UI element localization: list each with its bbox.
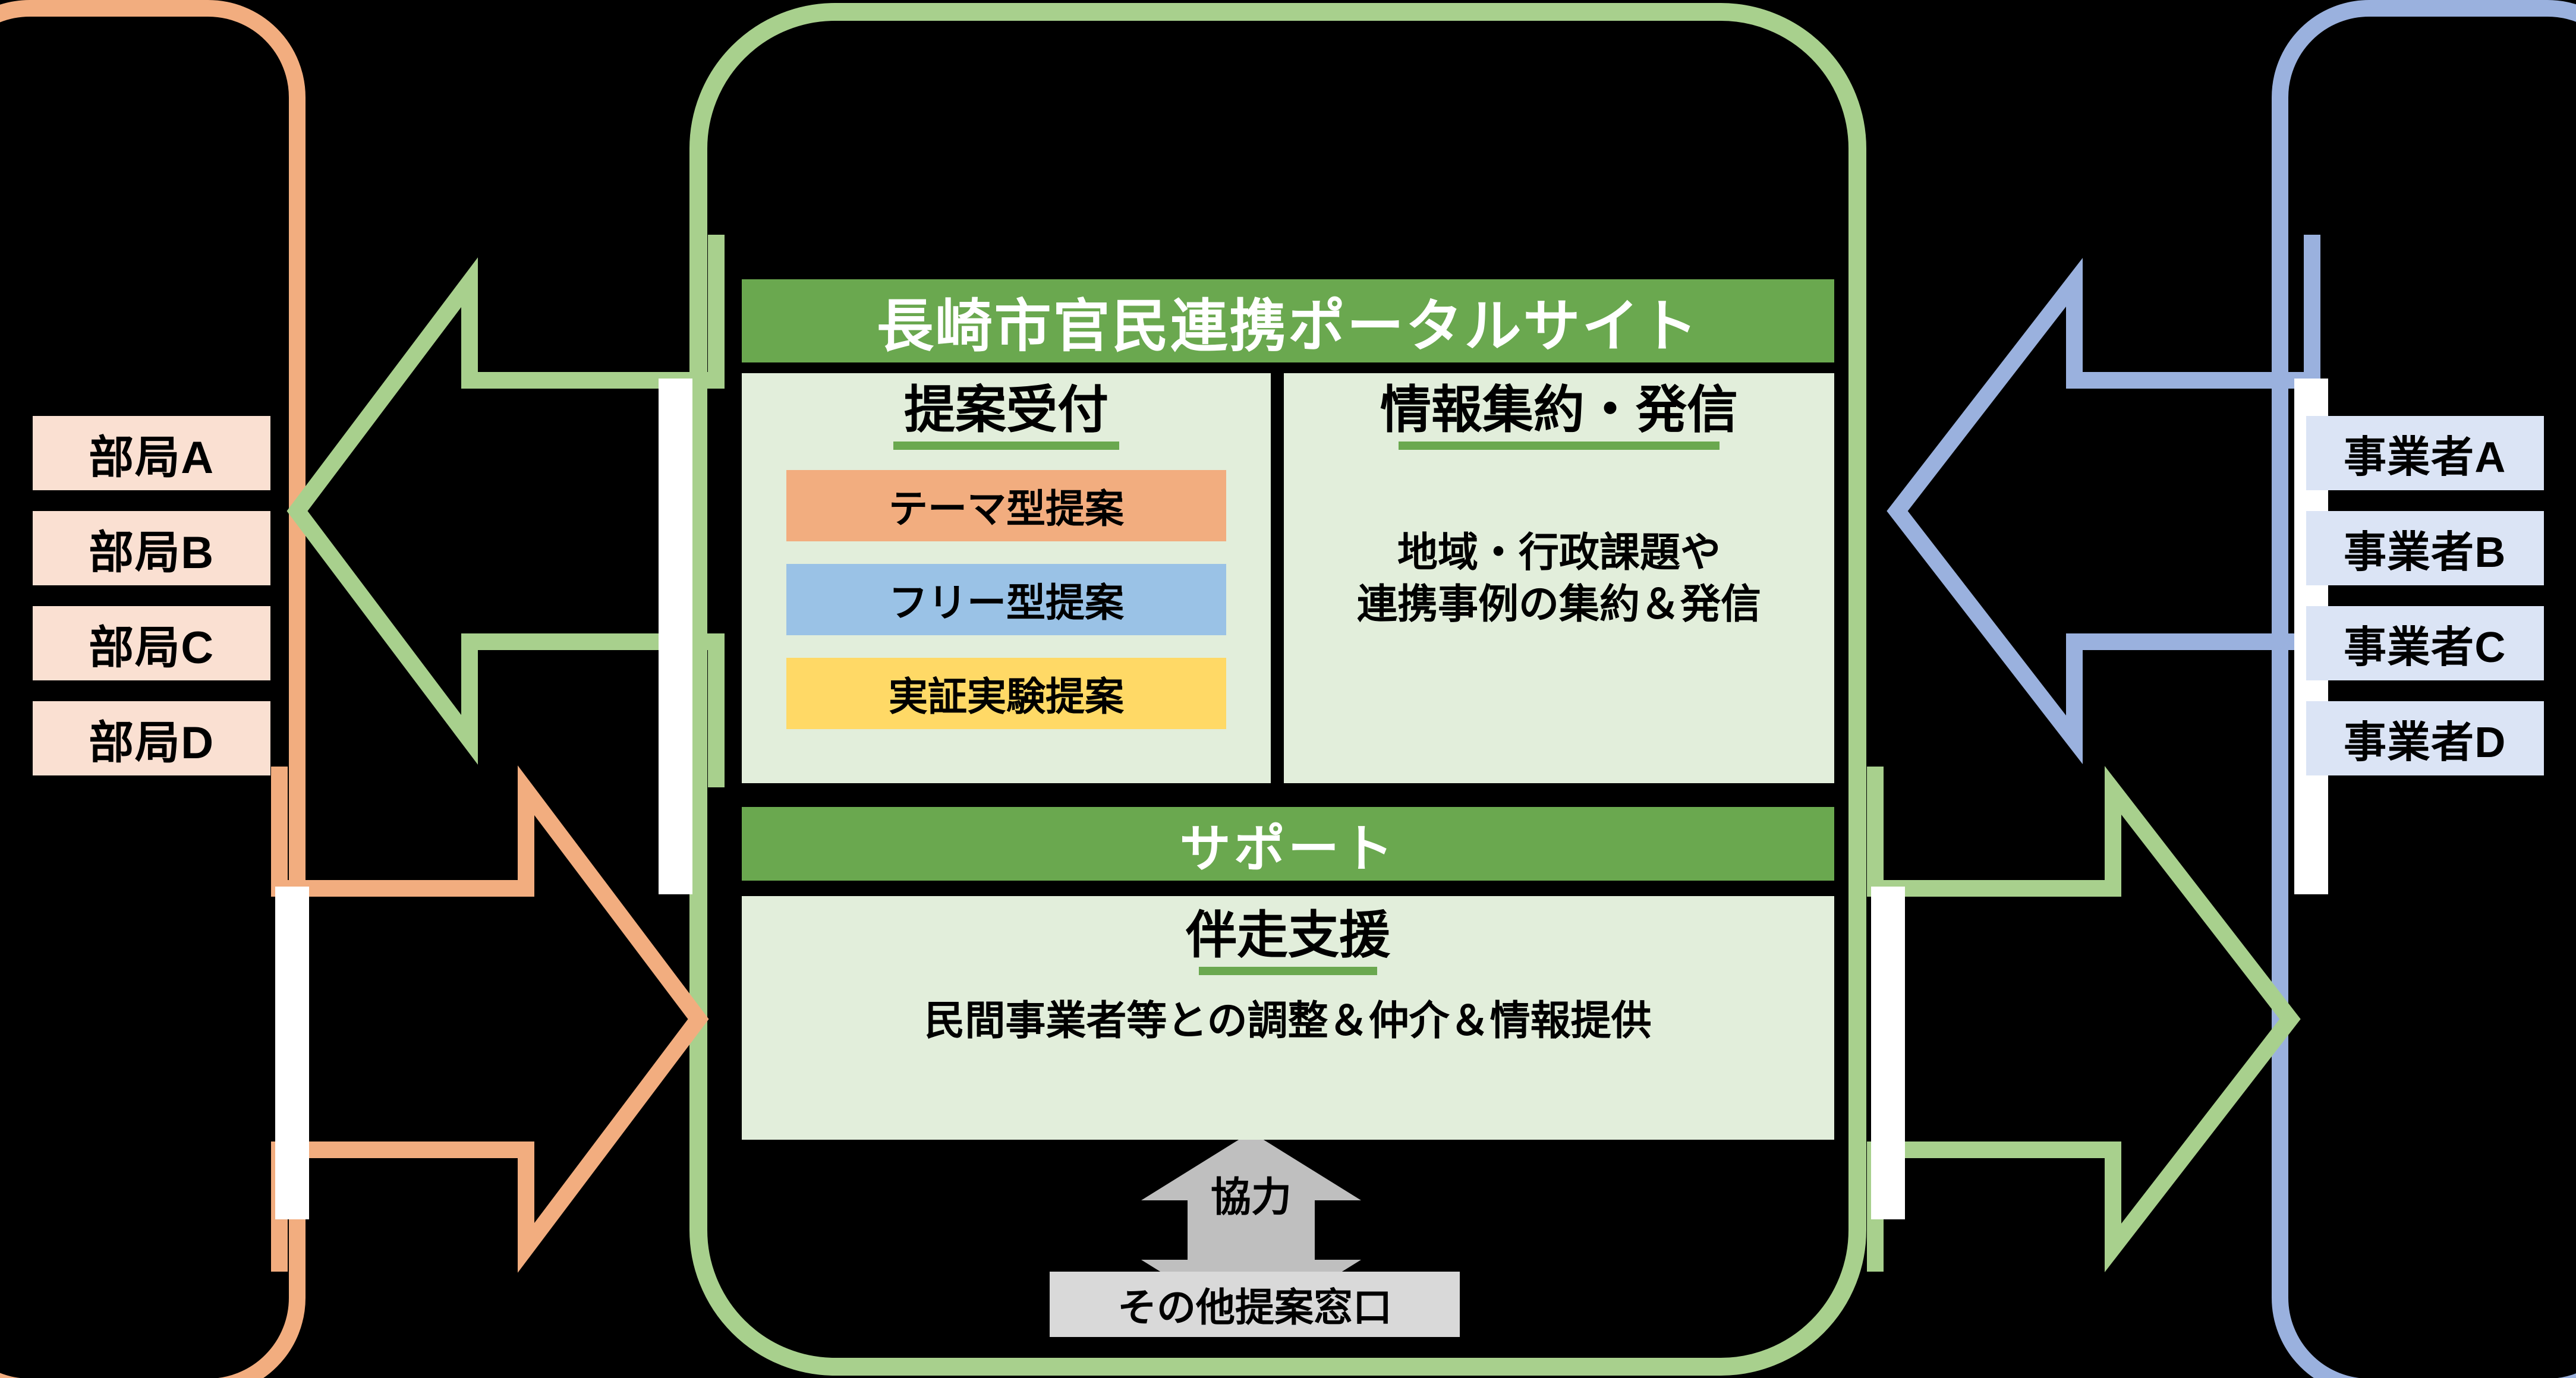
portal-title-text: 長崎市官民連携ポータルサイト	[876, 294, 1700, 358]
information-title-text: 情報集約・発信	[1380, 381, 1738, 439]
connector-stub-left-upper	[659, 379, 692, 894]
business-label: 事業者D	[2344, 719, 2506, 767]
information-body-text: 地域・行政課題や 連携事例の集約＆発信	[1356, 529, 1761, 627]
arrow-portal-to-departments	[286, 235, 725, 787]
connector-stub-left-lower	[275, 887, 309, 1219]
support-body-text: 民間事業者等との調整＆仲介＆情報提供	[924, 998, 1652, 1043]
portal-frame	[689, 3, 1866, 1376]
portal-panel: 長崎市官民連携ポータルサイト 提案受付 テーマ型提案 フリー型提案 実証実験提案…	[689, 6, 1863, 1370]
reception-title: 提案受付	[742, 373, 1271, 450]
cooperation-label: 協力	[1165, 1165, 1337, 1222]
reception-title-text: 提案受付	[904, 381, 1109, 439]
cooperation-label-text: 協力	[1210, 1174, 1292, 1220]
information-panel: 情報集約・発信 地域・行政課題や 連携事例の集約＆発信	[1284, 373, 1834, 783]
chip-label: テーマ型提案	[889, 486, 1124, 531]
support-header-bar: サポート	[742, 807, 1834, 881]
business-label: 事業者B	[2344, 529, 2506, 576]
arrow-portal-to-businesses	[1867, 766, 2301, 1272]
support-title-underline	[1199, 966, 1377, 975]
department-label: 部局D	[89, 717, 215, 768]
other-proposal-window-box[interactable]: その他提案窓口	[1050, 1272, 1460, 1337]
arrow-businesses-to-portal	[1887, 235, 2320, 787]
support-title-text: 伴走支援	[1186, 907, 1390, 964]
business-box-d[interactable]: 事業者D	[2306, 701, 2544, 775]
business-box-b[interactable]: 事業者B	[2306, 511, 2544, 585]
department-box-b[interactable]: 部局B	[33, 511, 270, 585]
department-label: 部局B	[89, 527, 215, 578]
business-group: 事業者A 事業者B 事業者C 事業者D	[2306, 416, 2544, 796]
business-label: 事業者C	[2344, 624, 2506, 671]
arrow-departments-to-portal	[271, 765, 709, 1273]
business-box-a[interactable]: 事業者A	[2306, 416, 2544, 490]
proposal-chip-free[interactable]: フリー型提案	[786, 563, 1226, 635]
portal-title-bar: 長崎市官民連携ポータルサイト	[742, 279, 1834, 362]
department-group: 部局A 部局B 部局C 部局D	[33, 416, 270, 796]
chip-label: フリー型提案	[889, 580, 1124, 625]
information-title-underline	[1399, 441, 1720, 450]
department-label: 部局A	[89, 432, 215, 483]
proposal-chip-pilot[interactable]: 実証実験提案	[786, 657, 1226, 729]
support-title: 伴走支援	[742, 896, 1834, 975]
information-title: 情報集約・発信	[1284, 373, 1834, 450]
business-box-c[interactable]: 事業者C	[2306, 606, 2544, 680]
business-label: 事業者A	[2344, 434, 2506, 481]
reception-panel: 提案受付 テーマ型提案 フリー型提案 実証実験提案	[742, 373, 1271, 783]
department-label: 部局C	[89, 622, 215, 673]
proposal-chip-theme[interactable]: テーマ型提案	[786, 469, 1226, 541]
left-group-frame	[0, 0, 306, 1378]
right-group-frame	[2272, 0, 2576, 1378]
chip-label: 実証実験提案	[889, 674, 1124, 718]
department-box-d[interactable]: 部局D	[33, 701, 270, 775]
other-proposal-window-label: その他提案窓口	[1117, 1285, 1392, 1329]
department-box-c[interactable]: 部局C	[33, 606, 270, 680]
connector-stub-right-lower	[1871, 887, 1905, 1219]
support-panel: 伴走支援 民間事業者等との調整＆仲介＆情報提供	[742, 896, 1834, 1140]
department-box-a[interactable]: 部局A	[33, 416, 270, 490]
support-header-text: サポート	[1179, 820, 1397, 878]
reception-title-underline	[893, 441, 1119, 450]
